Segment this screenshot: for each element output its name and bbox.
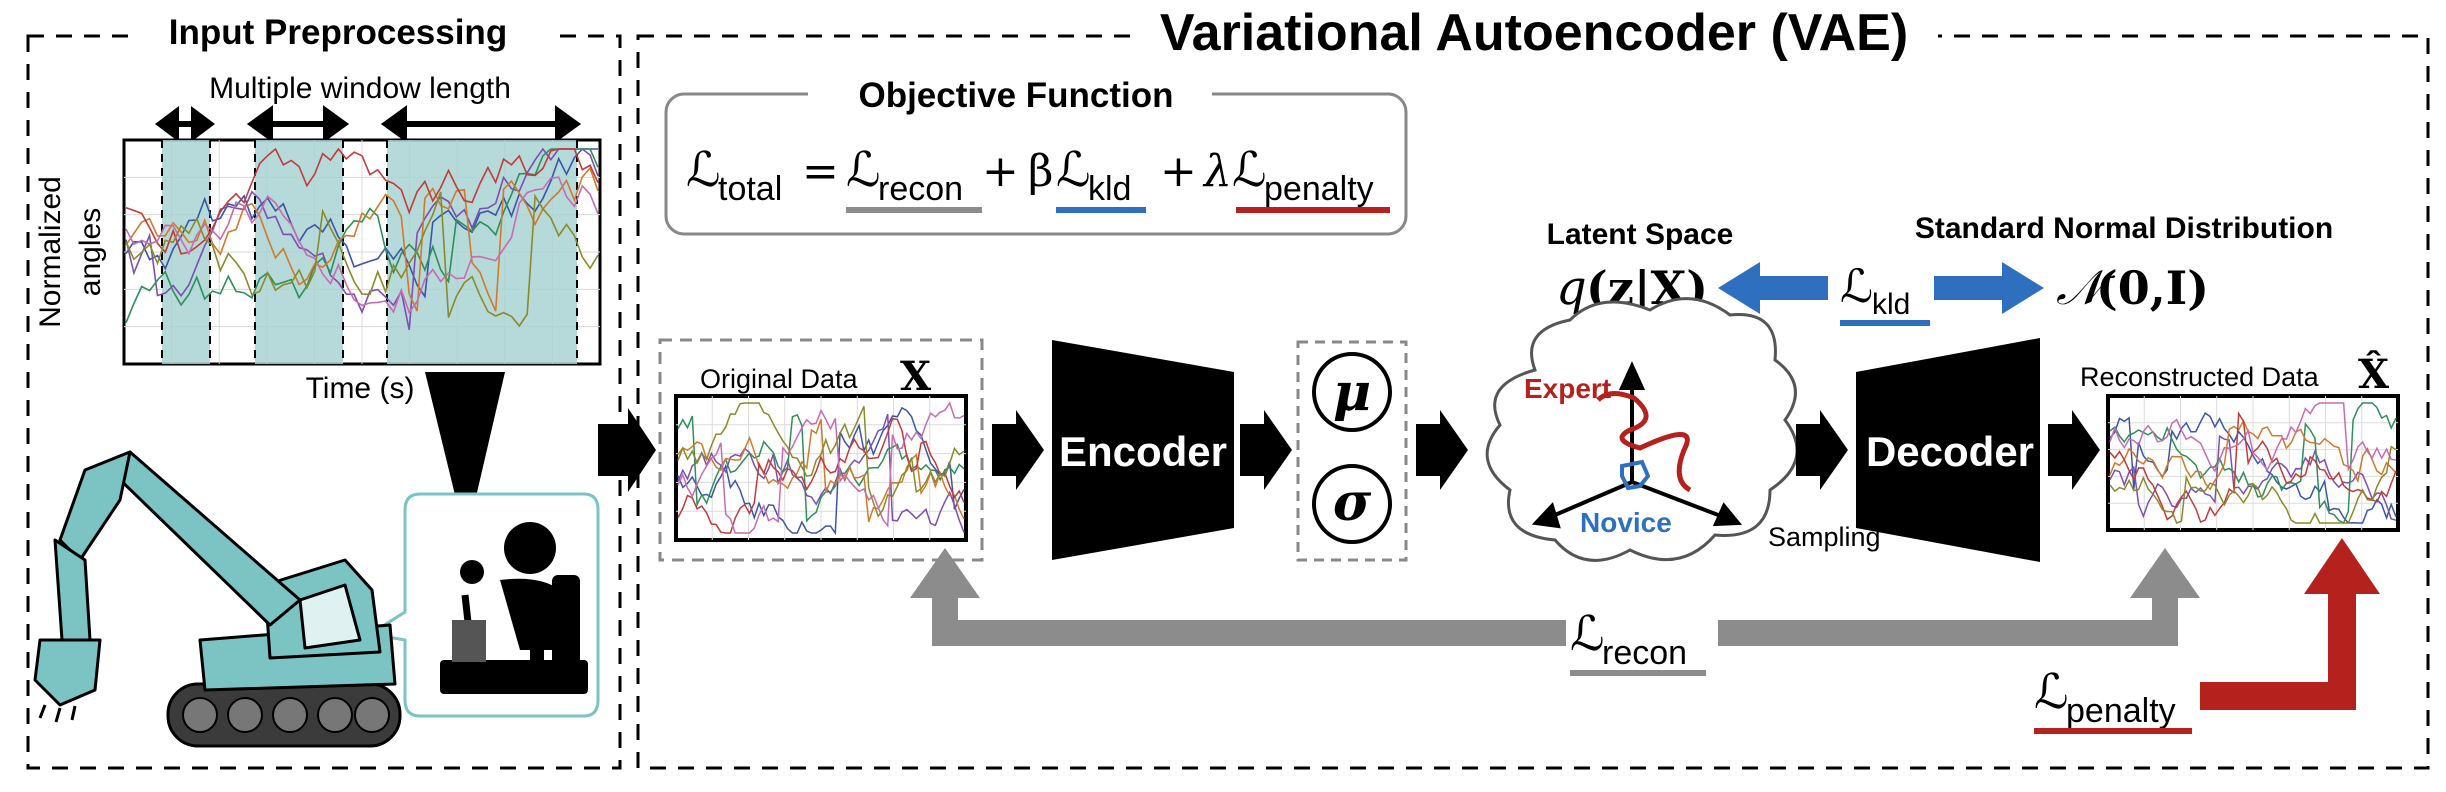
beta-symbol: β (1028, 146, 1053, 197)
loss-recon-sub: recon (878, 170, 963, 208)
signal-trace (2109, 402, 2397, 473)
signal-trace (125, 148, 599, 324)
recon-loss-symbol: ℒ (1570, 606, 1605, 662)
penalty-loss-sub: penalty (2066, 692, 2176, 730)
loss-total-sub: total (718, 170, 782, 208)
encoder-block: Encoder (1052, 340, 1234, 560)
signal-trace (2109, 434, 2397, 521)
window-highlight (255, 140, 343, 364)
kld-symbol: ℒ (1840, 259, 1873, 313)
sigma-symbol: σ (1333, 472, 1372, 533)
window-arrows (155, 105, 582, 143)
signal-trace (2109, 445, 2397, 524)
penalty-loss-feedback: ℒ penalty (2034, 538, 2380, 734)
latent-space-cloud: Expert Novice (1485, 297, 1799, 562)
kld-sub: kld (1872, 288, 1910, 321)
input-preprocessing-title: Input Preprocessing (169, 13, 507, 52)
kld-link: ℒ kld (1718, 259, 2044, 326)
encoder-label: Encoder (1059, 428, 1227, 475)
original-data-block: Original Data X (658, 338, 984, 562)
signal-trace (125, 176, 599, 314)
plus-sign: + (982, 146, 1019, 197)
signal-trace (677, 419, 965, 523)
latent-space-title: Latent Space (1547, 218, 1734, 251)
vae-title: Variational Autoencoder (VAE) (1160, 4, 1908, 62)
input-preprocessing-panel: Input Preprocessing (26, 10, 622, 770)
q-symbol: q (1556, 260, 1587, 316)
novice-label: Novice (1580, 507, 1672, 538)
loss-kld-sub: kld (1088, 170, 1131, 208)
original-data-label: Original Data (700, 364, 859, 394)
arrow-to-reconstruction (2048, 410, 2100, 490)
zoom-pointer (425, 372, 505, 540)
loss-kld-symbol: ℒ (1056, 142, 1091, 198)
penalty-underline (1236, 207, 1390, 213)
reconstructed-data-block: Reconstructed Data X̂ (2080, 351, 2400, 532)
window-length-label: Multiple window length (209, 72, 511, 105)
original-data-symbol: X (900, 353, 931, 400)
excavator-illustration (33, 450, 402, 748)
window-highlight (387, 140, 577, 364)
signal-trace (677, 417, 965, 534)
arrow-to-decoder (1796, 410, 1848, 490)
y-axis-label-line2: angles (74, 208, 107, 296)
latent-params-block: μ σ (1296, 340, 1408, 562)
arrow-to-encoder (992, 410, 1044, 490)
recon-loss-sub: recon (1602, 634, 1687, 672)
vae-panel: Variational Autoencoder (VAE) (636, 4, 2430, 770)
loss-penalty-sub: penalty (1264, 170, 1374, 208)
recon-loss-feedback: ℒ recon (910, 548, 2200, 676)
objective-function-box: Objective Function ℒ total = ℒ recon + β… (664, 74, 1408, 236)
recon-underline (846, 207, 982, 213)
kld-underline (1056, 207, 1146, 213)
expert-label: Expert (1524, 373, 1611, 404)
input-signal-plot: Normalized angles Time (s) (34, 138, 602, 405)
operator-icon (440, 522, 588, 694)
signal-trace (677, 406, 965, 536)
window-length-annotation: Multiple window length (155, 72, 582, 143)
operator-bubble (365, 492, 600, 718)
x-axis-label: Time (s) (306, 372, 415, 405)
loss-penalty-symbol: ℒ (1232, 142, 1267, 198)
reconstructed-data-label: Reconstructed Data (2080, 362, 2320, 392)
lambda-symbol: λ (1202, 146, 1232, 197)
loss-total-symbol: ℒ (686, 142, 721, 198)
normal-distribution-title: Standard Normal Distribution (1915, 212, 2333, 245)
reconstructed-data-symbol: X̂ (2358, 351, 2389, 398)
penalty-loss-symbol: ℒ (2034, 664, 2069, 720)
signal-trace (125, 166, 599, 312)
input-to-vae-arrow (598, 408, 656, 492)
signal-trace (677, 413, 965, 533)
normal-distribution-expression: 𝒩 (0,I) (2056, 260, 2209, 316)
arrow-to-latent (1416, 410, 1468, 490)
y-axis-label-line1: Normalized (34, 176, 67, 328)
arrow-to-params (1240, 410, 1292, 490)
decoder-block: Decoder (1856, 338, 2040, 562)
objective-function-title: Objective Function (858, 76, 1173, 115)
plus-sign: + (1160, 146, 1197, 197)
loss-recon-symbol: ℒ (846, 142, 881, 198)
signal-trace (677, 401, 965, 534)
signal-trace (125, 191, 599, 328)
signal-trace (125, 147, 599, 331)
equals-sign: = (802, 146, 839, 197)
decoder-label: Decoder (1866, 428, 2034, 475)
signal-trace (677, 402, 965, 518)
mu-symbol: μ (1333, 362, 1371, 423)
objective-equation: ℒ total = ℒ recon + β ℒ kld + λ ℒ penalt… (686, 142, 1390, 213)
normal-args: (0,I) (2096, 261, 2209, 315)
